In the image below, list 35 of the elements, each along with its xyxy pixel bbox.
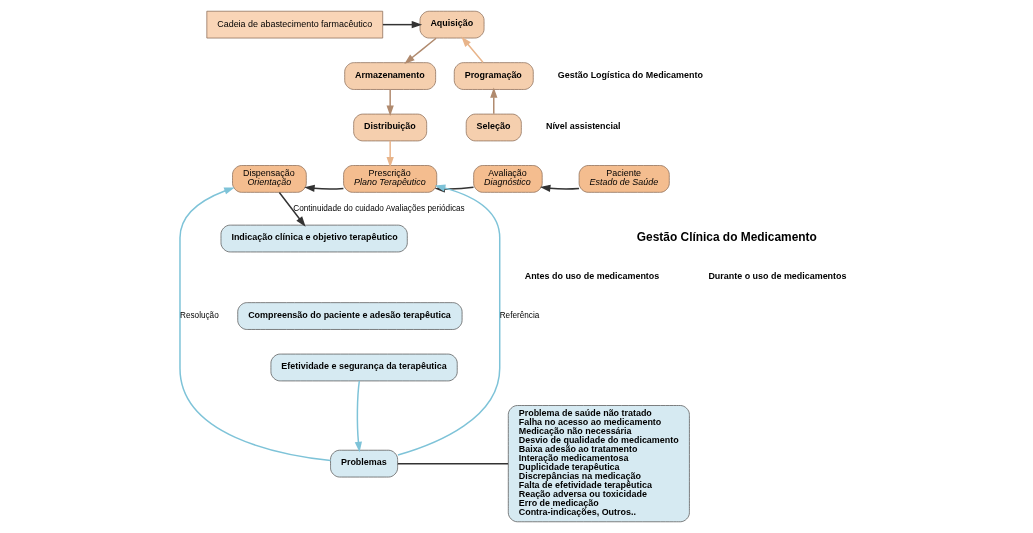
arrow [278, 191, 306, 227]
node-box: Compreensão do paciente e adesão terapêutica [237, 302, 463, 330]
node-box: Programação [453, 62, 534, 90]
edge-label: Continuidade do cuidado Avaliações periódicas [293, 203, 465, 213]
node-box: Avaliação Diagnóstico [473, 165, 543, 193]
edge-label: Resolução [180, 311, 219, 321]
arrow [179, 187, 332, 462]
node-box: Problemas [330, 449, 398, 478]
arrow [404, 37, 437, 64]
label: Gestão Logística do Medicamento [557, 69, 703, 80]
node-box: Dispensação Orientação [232, 165, 307, 193]
arrow [386, 140, 394, 168]
label: Antes do uso de medicamentos [524, 270, 660, 281]
node-box: Distribuição [353, 113, 428, 142]
node-box: Aquisição [419, 10, 485, 39]
node-box: Seleção [465, 113, 522, 142]
arrow [490, 87, 498, 115]
node-box: Indicação clínica e objetivo terapêutico [220, 224, 408, 253]
label: Durante o uso de medicamentos [708, 270, 847, 281]
node-box: Paciente Estado de Saúde [578, 165, 670, 193]
edge-label: Referência [499, 311, 540, 321]
node-box: Armazenamento [344, 62, 436, 90]
arrow [354, 380, 362, 453]
node-box: Problema de saúde não tratado Falha no acesso ao medicamento Medicação não necessária Desvio de qualidade do medicamento Baixa adesão ao tratamento Interação medicamentosa Duplicidade terapêutica Discrepâncias na medicação Falta de efetividade terapêutica Reação adversa ou toxicidade Erro de medicação Contra-indicações, Outros.. [507, 405, 690, 523]
label: Nível assistencial [545, 121, 621, 132]
node-box: Prescrição Plano Terapêutico [343, 165, 438, 193]
node-box: Efetividade e segurança da terapêutica [270, 353, 458, 382]
arrow [386, 88, 394, 116]
label: Gestão Clínica do Medicamento [636, 229, 817, 244]
connector [397, 462, 509, 465]
arrow [540, 184, 580, 192]
arrow [382, 20, 423, 29]
node-box: Cadeia de abastecimento farmacêutico [206, 10, 384, 39]
arrow [304, 184, 345, 192]
arrow [461, 36, 484, 64]
